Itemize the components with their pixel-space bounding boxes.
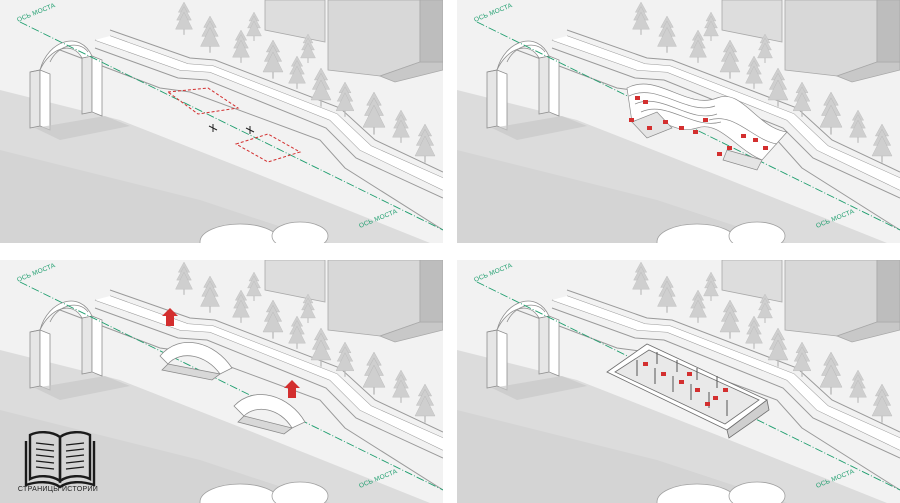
up-arrow-icon [162,308,300,398]
open-book-icon [24,431,96,489]
excavation-outline-left [166,87,240,115]
logo-caption: СТРАНИЦЫ ИСТОРИИ [17,486,99,493]
panel-wave-pavilion: ОСЬ МОСТА ОСЬ МОСТА [457,0,900,243]
arched-entrance-right [233,394,306,435]
panel-underground-gallery: ОСЬ МОСТА ОСЬ МОСТА [457,260,900,503]
arched-entrance-left [159,341,233,381]
people-markers [643,362,728,406]
scene-diagram-3: ОСЬ МОСТА ОСЬ МОСТА [0,260,443,503]
excavation-outline-right [234,133,302,163]
marker-cross-icon [208,124,255,134]
wave-pavilion [626,83,788,171]
people-markers [629,96,768,156]
scene-diagram-4: ОСЬ МОСТА ОСЬ МОСТА [457,260,900,503]
scene-diagram-1: ОСЬ МОСТА ОСЬ МОСТА [0,0,443,243]
scene-diagram-2: ОСЬ МОСТА ОСЬ МОСТА [457,0,900,243]
panel-outlined-zones: ОСЬ МОСТА ОСЬ МОСТА [0,0,443,243]
